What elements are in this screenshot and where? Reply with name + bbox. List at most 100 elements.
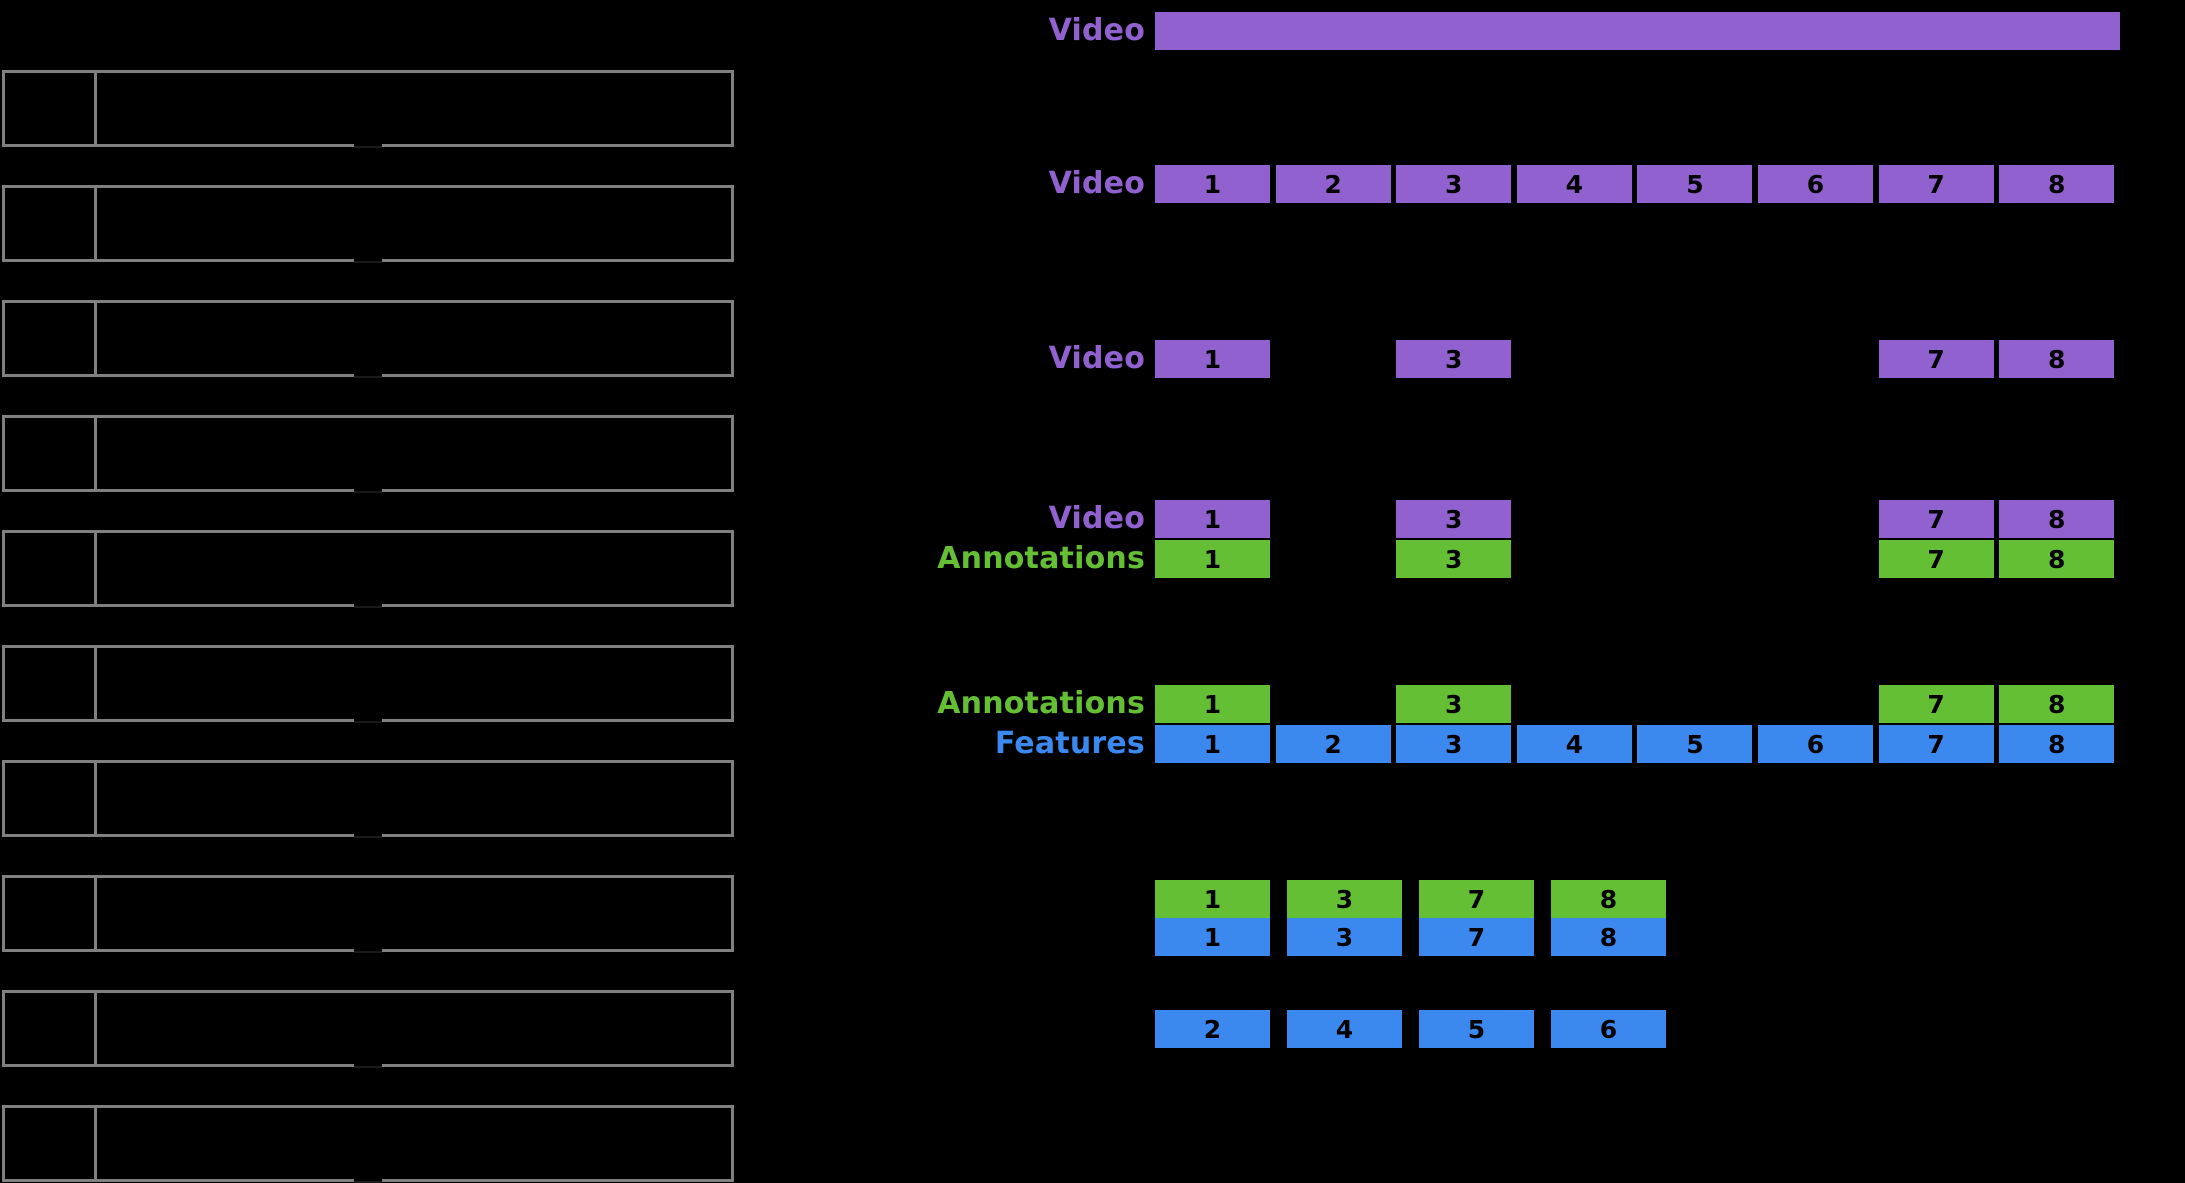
row-divider-tick: [354, 832, 382, 838]
timeline-segment[interactable]: 2: [1275, 725, 1391, 763]
timeline-segment[interactable]: 7: [1878, 165, 1994, 203]
timeline-segment[interactable]: 2: [1275, 165, 1391, 203]
timeline-segment[interactable]: 4: [1516, 165, 1632, 203]
table-row[interactable]: [2, 70, 734, 148]
timeline-segment[interactable]: 5: [1637, 725, 1753, 763]
timeline-segment[interactable]: 8: [1999, 540, 2115, 578]
timeline-segment[interactable]: 8: [1999, 500, 2115, 538]
timeline-segment[interactable]: 3: [1396, 340, 1512, 378]
timeline-segment[interactable]: 3: [1396, 165, 1512, 203]
timeline-segment[interactable]: 3: [1396, 685, 1512, 723]
table-row[interactable]: [2, 185, 734, 263]
table-row-index-cell: [5, 73, 97, 144]
row-divider-tick: [354, 717, 382, 723]
timeline-segment[interactable]: 1: [1155, 725, 1270, 763]
track-label-annotations: Annotations: [937, 686, 1145, 721]
table-row-body-cell: [97, 648, 731, 719]
timeline-segment[interactable]: 1: [1155, 918, 1270, 956]
table-row-index-cell: [5, 303, 97, 374]
row-divider-tick: [354, 1177, 382, 1183]
table-row[interactable]: [2, 645, 734, 723]
table-row[interactable]: [2, 990, 734, 1068]
timeline-segment[interactable]: 5: [1637, 165, 1753, 203]
timeline-segment[interactable]: 3: [1396, 725, 1512, 763]
timeline-segment[interactable]: 2: [1155, 1010, 1270, 1048]
timeline-segment[interactable]: 3: [1287, 918, 1402, 956]
timeline-segment[interactable]: 3: [1396, 540, 1512, 578]
timeline-segment[interactable]: 8: [1999, 685, 2115, 723]
row-divider-tick: [354, 372, 382, 378]
timeline-segment[interactable]: 1: [1155, 500, 1270, 538]
timeline-segment[interactable]: 4: [1516, 725, 1632, 763]
left-table-panel: [0, 0, 760, 1183]
timeline-segment[interactable]: 3: [1396, 500, 1512, 538]
row-divider-tick: [354, 602, 382, 608]
track-label-video: Video: [1048, 501, 1145, 536]
table-row-body-cell: [97, 533, 731, 604]
timeline-segment[interactable]: 7: [1878, 340, 1994, 378]
timeline-segment[interactable]: 7: [1878, 500, 1994, 538]
track-label-features: Features: [994, 726, 1145, 761]
timeline-segment[interactable]: 1: [1155, 165, 1270, 203]
table-row-index-cell: [5, 993, 97, 1064]
track-label-video: Video: [1048, 341, 1145, 376]
table-row-body-cell: [97, 188, 731, 259]
timeline-segment[interactable]: 6: [1758, 165, 1873, 203]
table-row-body-cell: [97, 993, 731, 1064]
table-row[interactable]: [2, 530, 734, 608]
timeline-segment[interactable]: 8: [1551, 880, 1666, 918]
timeline-segment[interactable]: 1: [1155, 340, 1270, 378]
table-row-index-cell: [5, 533, 97, 604]
table-row[interactable]: [2, 760, 734, 838]
table-row[interactable]: [2, 1105, 734, 1183]
table-row-index-cell: [5, 418, 97, 489]
timeline-segment[interactable]: 7: [1419, 880, 1534, 918]
table-row-body-cell: [97, 878, 731, 949]
row-divider-tick: [354, 947, 382, 953]
table-row-index-cell: [5, 188, 97, 259]
timeline-segment[interactable]: 7: [1878, 685, 1994, 723]
timeline-segment[interactable]: [1155, 12, 2120, 50]
timeline-segment[interactable]: 7: [1878, 725, 1994, 763]
table-row-body-cell: [97, 1108, 731, 1179]
row-divider-tick: [354, 1062, 382, 1068]
table-row-index-cell: [5, 763, 97, 834]
table-row-body-cell: [97, 763, 731, 834]
timeline-segment[interactable]: 1: [1155, 685, 1270, 723]
timeline-segment[interactable]: 6: [1551, 1010, 1666, 1048]
table-row-body-cell: [97, 73, 731, 144]
track-label-video: Video: [1048, 166, 1145, 201]
timeline-segment[interactable]: 4: [1287, 1010, 1402, 1048]
timeline-segment[interactable]: 8: [1999, 165, 2115, 203]
row-divider-tick: [354, 257, 382, 263]
timeline-segment[interactable]: 6: [1758, 725, 1873, 763]
timeline-segment[interactable]: 1: [1155, 880, 1270, 918]
table-row-index-cell: [5, 878, 97, 949]
row-divider-tick: [354, 487, 382, 493]
table-row[interactable]: [2, 875, 734, 953]
table-row[interactable]: [2, 300, 734, 378]
timeline-segment[interactable]: 7: [1419, 918, 1534, 956]
track-label-video: Video: [1048, 13, 1145, 48]
table-row[interactable]: [2, 415, 734, 493]
timeline-segment[interactable]: 8: [1999, 725, 2115, 763]
table-row-index-cell: [5, 648, 97, 719]
timeline-segment[interactable]: 3: [1287, 880, 1402, 918]
row-divider-tick: [354, 142, 382, 148]
timeline-segment[interactable]: 7: [1878, 540, 1994, 578]
timeline-segment[interactable]: 1: [1155, 540, 1270, 578]
timeline-segment[interactable]: 5: [1419, 1010, 1534, 1048]
timeline-segment[interactable]: 8: [1999, 340, 2115, 378]
table-row-body-cell: [97, 418, 731, 489]
timeline-segment[interactable]: 8: [1551, 918, 1666, 956]
